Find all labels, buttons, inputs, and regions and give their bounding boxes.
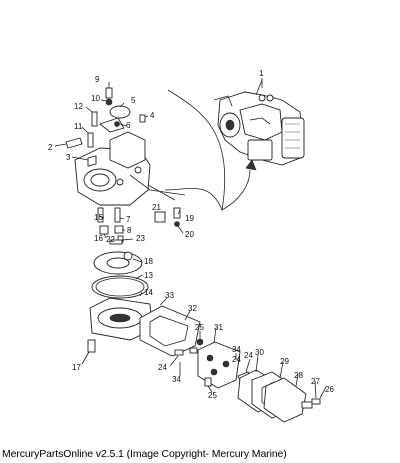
callout-4: 4 — [150, 111, 155, 120]
callout-27: 27 — [311, 377, 320, 386]
callout-22: 22 — [106, 235, 115, 244]
callout-6: 6 — [126, 121, 131, 130]
callout-23: 23 — [136, 234, 145, 243]
callout-32: 32 — [188, 304, 197, 313]
assembled-carburetor-illustration — [213, 79, 305, 166]
callout-28: 28 — [294, 371, 303, 380]
arrow-head-icon — [245, 159, 257, 171]
callout-19: 19 — [185, 214, 194, 223]
exploded-parts-diagram: 1 2 3 4 5 6 7 8 9 10 11 12 13 14 15 16 1… — [48, 69, 334, 423]
callout-24c: 24 — [244, 351, 253, 360]
callout-25a: 25 — [195, 323, 204, 332]
callout-15: 15 — [94, 213, 103, 222]
leader-lines — [54, 78, 327, 399]
callout-2: 2 — [48, 143, 53, 152]
callout-17: 17 — [72, 363, 81, 372]
callout-13: 13 — [144, 271, 153, 280]
callout-11: 11 — [74, 122, 83, 131]
callout-34a: 34 — [172, 375, 181, 384]
callout-20: 20 — [185, 230, 194, 239]
callout-8: 8 — [127, 226, 132, 235]
callout-26: 26 — [325, 385, 334, 394]
callout-24b: 24 — [232, 355, 241, 364]
image-copyright-caption: MercuryPartsOnline v2.5.1 (Image Copyrig… — [2, 448, 287, 460]
callout-7: 7 — [126, 215, 131, 224]
callout-18: 18 — [144, 257, 153, 266]
callout-33: 33 — [165, 291, 174, 300]
callout-9: 9 — [95, 75, 100, 84]
callout-10: 10 — [91, 94, 100, 103]
callout-5: 5 — [131, 96, 136, 105]
callout-31: 31 — [214, 323, 223, 332]
assembly-bracket-curve — [164, 89, 226, 212]
callout-24a: 24 — [158, 363, 167, 372]
callout-25b: 25 — [208, 391, 217, 400]
float-area — [87, 207, 181, 353]
callout-29: 29 — [280, 357, 289, 366]
callout-16: 16 — [94, 234, 103, 243]
fuel-pump-exploded — [139, 305, 321, 423]
callout-30: 30 — [255, 348, 264, 357]
callout-3: 3 — [66, 153, 71, 162]
part-number-callouts: 1 2 3 4 5 6 7 8 9 10 11 12 13 14 15 16 1… — [48, 69, 334, 400]
callout-21: 21 — [152, 203, 161, 212]
callout-14: 14 — [144, 288, 153, 297]
callout-34b: 34 — [232, 345, 241, 354]
small-hardware — [65, 87, 146, 167]
callout-1: 1 — [259, 69, 264, 78]
callout-12: 12 — [74, 102, 83, 111]
